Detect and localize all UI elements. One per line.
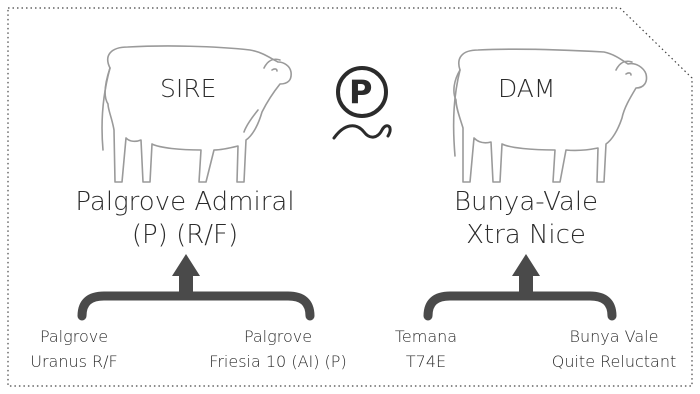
dam-arrow-shaft xyxy=(519,272,533,296)
merge-arrow-icon xyxy=(77,254,315,321)
sire-tag: SIRE xyxy=(160,74,217,103)
sire-name-line1: Palgrove Admiral xyxy=(75,187,295,217)
sire-grandsire: Palgrove Uranus R/F xyxy=(12,324,136,374)
dam-granddam-line2: Quite Reluctant xyxy=(551,352,677,371)
sire-granddam: Palgrove Friesia 10 (AI) (P) xyxy=(196,324,360,374)
sire-granddam-line2: Friesia 10 (AI) (P) xyxy=(209,352,347,371)
sire-grandsire-line1: Palgrove xyxy=(39,327,109,346)
sire-grandsire-line2: Uranus R/F xyxy=(30,352,118,371)
dam-arrow-head xyxy=(512,254,540,276)
sire-arrow-shaft xyxy=(179,272,193,296)
dam-brace xyxy=(423,291,617,321)
sire-granddam-line1: Palgrove xyxy=(243,327,313,346)
dam-name: Bunya-Vale Xtra Nice xyxy=(426,186,626,252)
bull-outline-icon xyxy=(101,45,292,183)
sire-arrow-head xyxy=(172,254,200,276)
dam-grandsire-line2: T74E xyxy=(405,352,447,371)
sire-name-line2: (P) (R/F) xyxy=(131,220,239,250)
polled-logo-letter: P xyxy=(349,73,373,111)
polled-p-logo-icon xyxy=(332,66,392,140)
cow-outline-icon xyxy=(452,48,648,183)
dotted-frame-border xyxy=(7,7,693,387)
dam-granddam: Bunya Vale Quite Reluctant xyxy=(540,324,688,374)
sire-name: Palgrove Admiral (P) (R/F) xyxy=(60,186,310,252)
dam-granddam-line1: Bunya Vale xyxy=(569,327,659,346)
dam-name-line2: Xtra Nice xyxy=(466,220,586,250)
dam-grandsire-line1: Temana xyxy=(394,327,458,346)
sire-brace xyxy=(77,291,315,321)
merge-arrow-icon xyxy=(423,254,617,321)
dam-grandsire: Temana T74E xyxy=(384,324,468,374)
dam-tag: DAM xyxy=(498,74,556,103)
dam-name-line1: Bunya-Vale xyxy=(453,187,599,217)
